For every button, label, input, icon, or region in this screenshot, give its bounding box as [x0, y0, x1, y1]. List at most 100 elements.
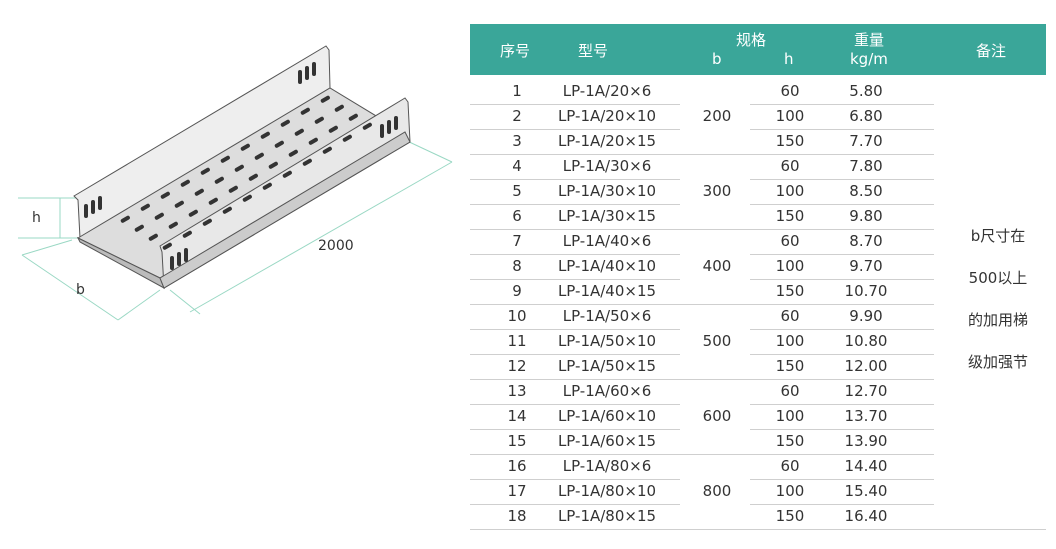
cell-b-group: 400: [702, 257, 732, 275]
cell-index: 10: [507, 307, 527, 325]
cell-h: 150: [775, 132, 805, 150]
cell-b-group: 600: [702, 407, 732, 425]
cell-model: LP-1A/60×10: [557, 407, 657, 425]
cell-weight: 12.70: [844, 382, 888, 400]
plate-slot: [240, 143, 250, 151]
cell-h: 100: [775, 182, 805, 200]
plate-slot: [162, 242, 172, 250]
cell-index: 11: [507, 332, 527, 350]
bottom-plate-slots: [120, 95, 372, 250]
plate-slot: [194, 188, 204, 196]
cell-model: LP-1A/40×10: [557, 257, 657, 275]
row-divider: [750, 429, 934, 430]
cell-h: 60: [780, 82, 800, 100]
plate-slot: [342, 134, 352, 142]
plate-slot: [154, 212, 164, 220]
cell-h: 60: [780, 232, 800, 250]
cell-model: LP-1A/20×6: [562, 82, 652, 100]
plate-slot: [248, 173, 258, 181]
plate-slot: [208, 197, 218, 205]
cell-model: LP-1A/30×10: [557, 182, 657, 200]
header-weight-unit: kg/m: [850, 50, 888, 68]
plate-slot: [188, 209, 198, 217]
cell-model: LP-1A/20×15: [557, 132, 657, 150]
plate-slot: [288, 149, 298, 157]
row-divider: [470, 104, 680, 105]
plate-slot: [282, 170, 292, 178]
plate-slot: [160, 191, 170, 199]
row-divider: [470, 279, 680, 280]
cell-index: 6: [512, 207, 522, 225]
cell-h: 150: [775, 357, 805, 375]
plate-slot: [322, 146, 332, 154]
row-divider: [470, 429, 680, 430]
plate-slot: [294, 128, 304, 136]
cell-model: LP-1A/50×10: [557, 332, 657, 350]
cell-h: 60: [780, 307, 800, 325]
table-header: 序号 型号 规格 b h 重量 kg/m 备注: [470, 24, 1046, 75]
plate-slot: [180, 179, 190, 187]
cell-weight: 7.70: [849, 132, 883, 150]
front-wall-slots: [170, 116, 398, 270]
plate-slot: [314, 116, 324, 124]
cell-weight: 9.80: [849, 207, 883, 225]
plate-slot: [268, 161, 278, 169]
remark-note: b尺寸在 500以上 的加用梯 级加强节: [950, 215, 1046, 383]
row-divider: [750, 104, 934, 105]
plate-slot: [242, 194, 252, 202]
cell-index: 12: [507, 357, 527, 375]
row-divider: [750, 329, 934, 330]
row-divider: [750, 504, 934, 505]
cell-h: 150: [775, 282, 805, 300]
cell-model: LP-1A/30×15: [557, 207, 657, 225]
plate-slot: [140, 203, 150, 211]
header-spec: 规格: [736, 31, 767, 49]
plate-slot: [174, 200, 184, 208]
cell-index: 14: [507, 407, 527, 425]
cell-weight: 15.40: [844, 482, 888, 500]
header-weight: 重量: [854, 31, 885, 49]
plate-slot: [300, 107, 310, 115]
plate-slot: [308, 137, 318, 145]
row-divider: [750, 404, 934, 405]
cell-index: 17: [507, 482, 527, 500]
cell-model: LP-1A/20×10: [557, 107, 657, 125]
row-divider: [470, 204, 680, 205]
cell-b-group: 200: [702, 107, 732, 125]
row-divider: [750, 179, 934, 180]
plate-slot: [228, 185, 238, 193]
plate-slot: [254, 152, 264, 160]
plate-slot: [262, 182, 272, 190]
cell-model: LP-1A/80×10: [557, 482, 657, 500]
cell-model: LP-1A/80×6: [562, 457, 652, 475]
cell-index: 5: [512, 182, 522, 200]
cell-weight: 13.90: [844, 432, 888, 450]
plate-slot: [302, 158, 312, 166]
header-spec-h: h: [784, 50, 794, 68]
cell-model: LP-1A/50×6: [562, 307, 652, 325]
row-divider: [470, 229, 934, 230]
row-divider: [470, 479, 680, 480]
plate-slot: [274, 140, 284, 148]
row-divider: [750, 279, 934, 280]
cell-index: 15: [507, 432, 527, 450]
row-divider: [470, 179, 680, 180]
cell-weight: 12.00: [844, 357, 888, 375]
row-divider: [750, 254, 934, 255]
remark-line: b尺寸在: [970, 227, 1026, 245]
cell-h: 100: [775, 482, 805, 500]
remark-line: 级加强节: [967, 353, 1028, 371]
cell-weight: 5.80: [849, 82, 883, 100]
cell-h: 100: [775, 407, 805, 425]
plate-slot: [220, 155, 230, 163]
cell-index: 13: [507, 382, 527, 400]
label-h: h: [32, 210, 41, 226]
plate-slot: [134, 224, 144, 232]
remark-line: 500以上: [968, 269, 1028, 287]
cell-model: LP-1A/60×15: [557, 432, 657, 450]
row-divider: [470, 329, 680, 330]
cell-weight: 9.90: [849, 307, 883, 325]
plate-slot: [120, 215, 130, 223]
remark-line: 的加用梯: [967, 311, 1028, 329]
cell-weight: 14.40: [844, 457, 888, 475]
